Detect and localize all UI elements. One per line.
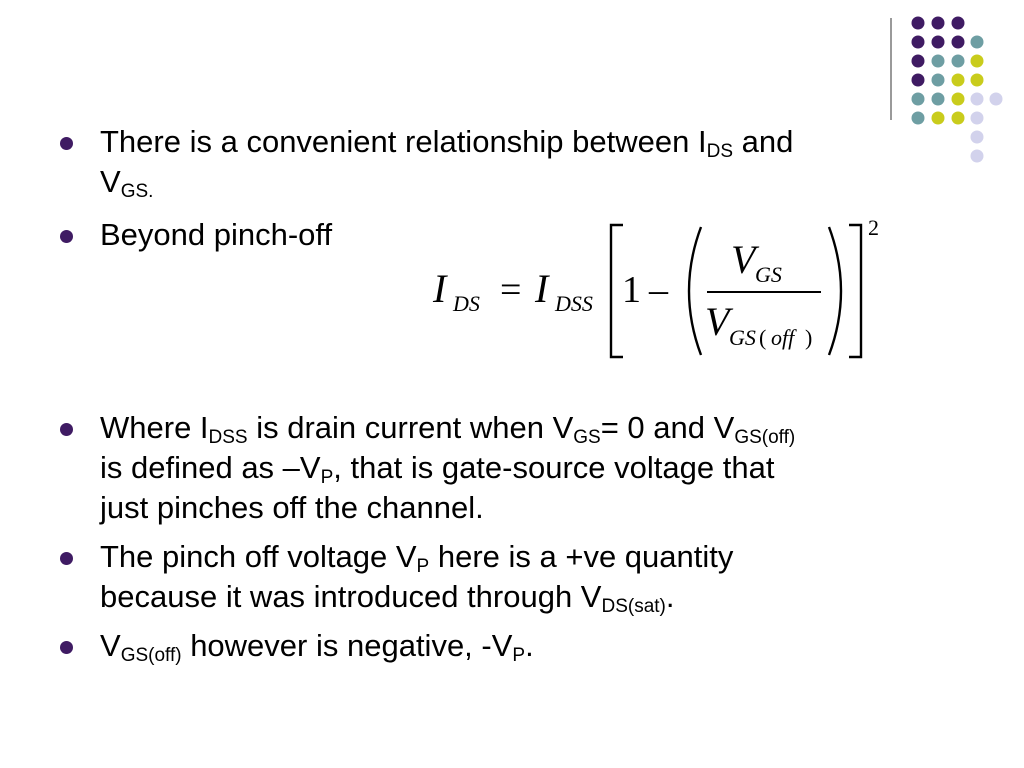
deco-dot — [970, 35, 984, 49]
deco-dot — [951, 92, 965, 106]
vertical-rule — [890, 18, 892, 120]
formula-minus: – — [648, 269, 669, 311]
bullet-dot-icon — [60, 552, 73, 565]
formula-exponent: 2 — [868, 215, 879, 240]
bullet-dot-icon — [60, 641, 73, 654]
formula-paren: ) — [805, 325, 812, 350]
bullet-dot-icon — [60, 230, 73, 243]
deco-dot — [951, 73, 965, 87]
deco-dot — [911, 92, 925, 106]
bullet-dot-icon — [60, 137, 73, 150]
deco-dot — [911, 35, 925, 49]
formula-paren: ( — [759, 325, 766, 350]
deco-dot — [970, 73, 984, 87]
pinch-off-formula: I DS = I DSS 1 – V GS V GS ( off ) 2 — [432, 215, 879, 359]
deco-dot — [970, 54, 984, 68]
deco-dot — [931, 92, 945, 106]
deco-dot — [951, 16, 965, 30]
formula-symbol: I — [432, 266, 448, 311]
formula-subscript: DS — [452, 291, 480, 316]
bullet-text: VGS(off) however is negative, -VP. — [100, 628, 534, 666]
deco-dot — [911, 54, 925, 68]
bullet-text: Beyond pinch-off — [100, 217, 333, 252]
deco-dot — [931, 35, 945, 49]
deco-dot — [911, 73, 925, 87]
left-paren — [687, 226, 703, 356]
formula-subscript: DSS — [554, 291, 593, 316]
deco-dot — [970, 130, 984, 144]
formula-symbol: V — [731, 237, 760, 282]
bullet-text: There is a convenient relationship betwe… — [100, 124, 794, 202]
formula-one: 1 — [622, 269, 641, 311]
bullet-text: The pinch off voltage VP here is a +ve q… — [100, 539, 734, 617]
deco-dot — [951, 54, 965, 68]
deco-dot — [951, 111, 965, 125]
bullet-dot-icon — [60, 423, 73, 436]
formula-symbol: V — [705, 299, 734, 344]
right-paren — [827, 226, 843, 356]
formula-subscript: off — [771, 325, 797, 350]
formula-subscript: GS — [755, 262, 782, 287]
right-bracket — [849, 223, 863, 359]
deco-dot — [989, 92, 1003, 106]
deco-dot — [931, 16, 945, 30]
deco-dot — [931, 54, 945, 68]
deco-dot — [970, 111, 984, 125]
bullet-text: Where IDSS is drain current when VGS= 0 … — [100, 410, 796, 525]
deco-dot — [951, 35, 965, 49]
deco-dot — [931, 73, 945, 87]
formula-equals: = — [500, 269, 521, 311]
formula-subscript: GS — [729, 325, 756, 350]
deco-dot — [911, 16, 925, 30]
deco-dot — [931, 111, 945, 125]
formula-symbol: I — [534, 266, 550, 311]
deco-dot — [970, 92, 984, 106]
left-bracket — [609, 223, 623, 359]
deco-dot — [970, 149, 984, 163]
